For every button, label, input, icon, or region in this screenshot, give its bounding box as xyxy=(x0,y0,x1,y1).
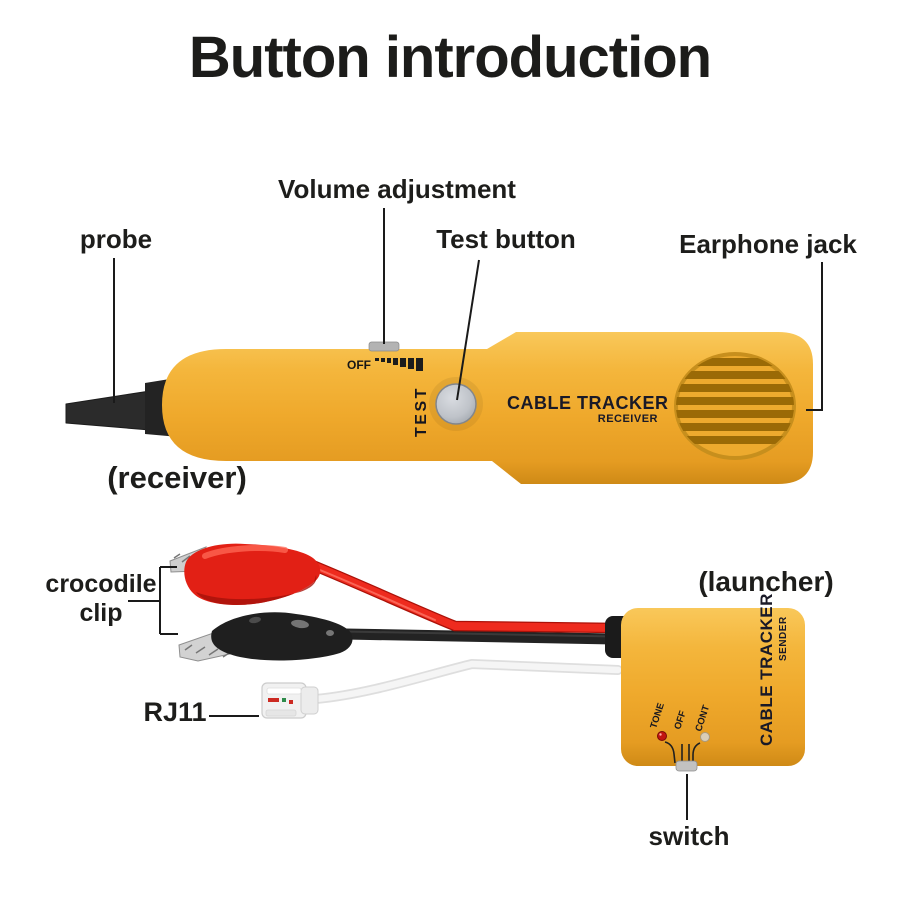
speaker-grille xyxy=(674,352,796,460)
volume-off-text: OFF xyxy=(347,358,371,372)
red-crocodile-clip xyxy=(169,543,321,605)
test-text: TEST xyxy=(413,386,430,437)
page-title: Button introduction xyxy=(188,25,712,90)
sender-brand-text: CABLE TRACKER xyxy=(757,593,776,746)
caption-receiver: (receiver) xyxy=(107,460,247,495)
receiver-device: OFF TEST CABLE TRACKER RECEIVER xyxy=(65,332,813,484)
red-cable xyxy=(299,556,622,634)
receiver-brand-text: CABLE TRACKER xyxy=(507,393,669,413)
sender-model-text: SENDER xyxy=(778,616,789,661)
switch-notch xyxy=(675,760,698,772)
leader-earphone xyxy=(806,262,823,411)
cont-led xyxy=(700,732,710,742)
rj11-connector xyxy=(261,682,319,719)
label-crocodile-clip: crocodile clip xyxy=(45,570,156,628)
leader-lines xyxy=(113,208,823,820)
label-crocodile-line1: crocodile xyxy=(45,570,157,598)
label-volume-adjustment: Volume adjustment xyxy=(278,174,516,204)
label-switch: switch xyxy=(648,821,730,851)
test-button xyxy=(435,383,477,425)
tone-led xyxy=(657,731,667,741)
label-earphone-jack: Earphone jack xyxy=(679,229,857,259)
receiver-model-text: RECEIVER xyxy=(598,413,658,425)
leader-test xyxy=(456,259,480,401)
black-cable xyxy=(339,628,620,645)
receiver-body xyxy=(162,332,813,484)
label-crocodile-line2: clip xyxy=(79,599,123,627)
volume-bars xyxy=(375,358,423,371)
label-rj11: RJ11 xyxy=(143,697,207,727)
leader-crocodile-bracket xyxy=(128,566,178,635)
caption-launcher: (launcher) xyxy=(698,566,834,597)
label-test-button: Test button xyxy=(436,224,576,254)
sender-device: CABLE TRACKER SENDER TONE OFF CONT xyxy=(605,593,805,772)
label-probe: probe xyxy=(79,224,153,254)
white-cable xyxy=(311,658,623,704)
sender-body xyxy=(621,608,805,766)
black-crocodile-clip xyxy=(178,612,353,662)
